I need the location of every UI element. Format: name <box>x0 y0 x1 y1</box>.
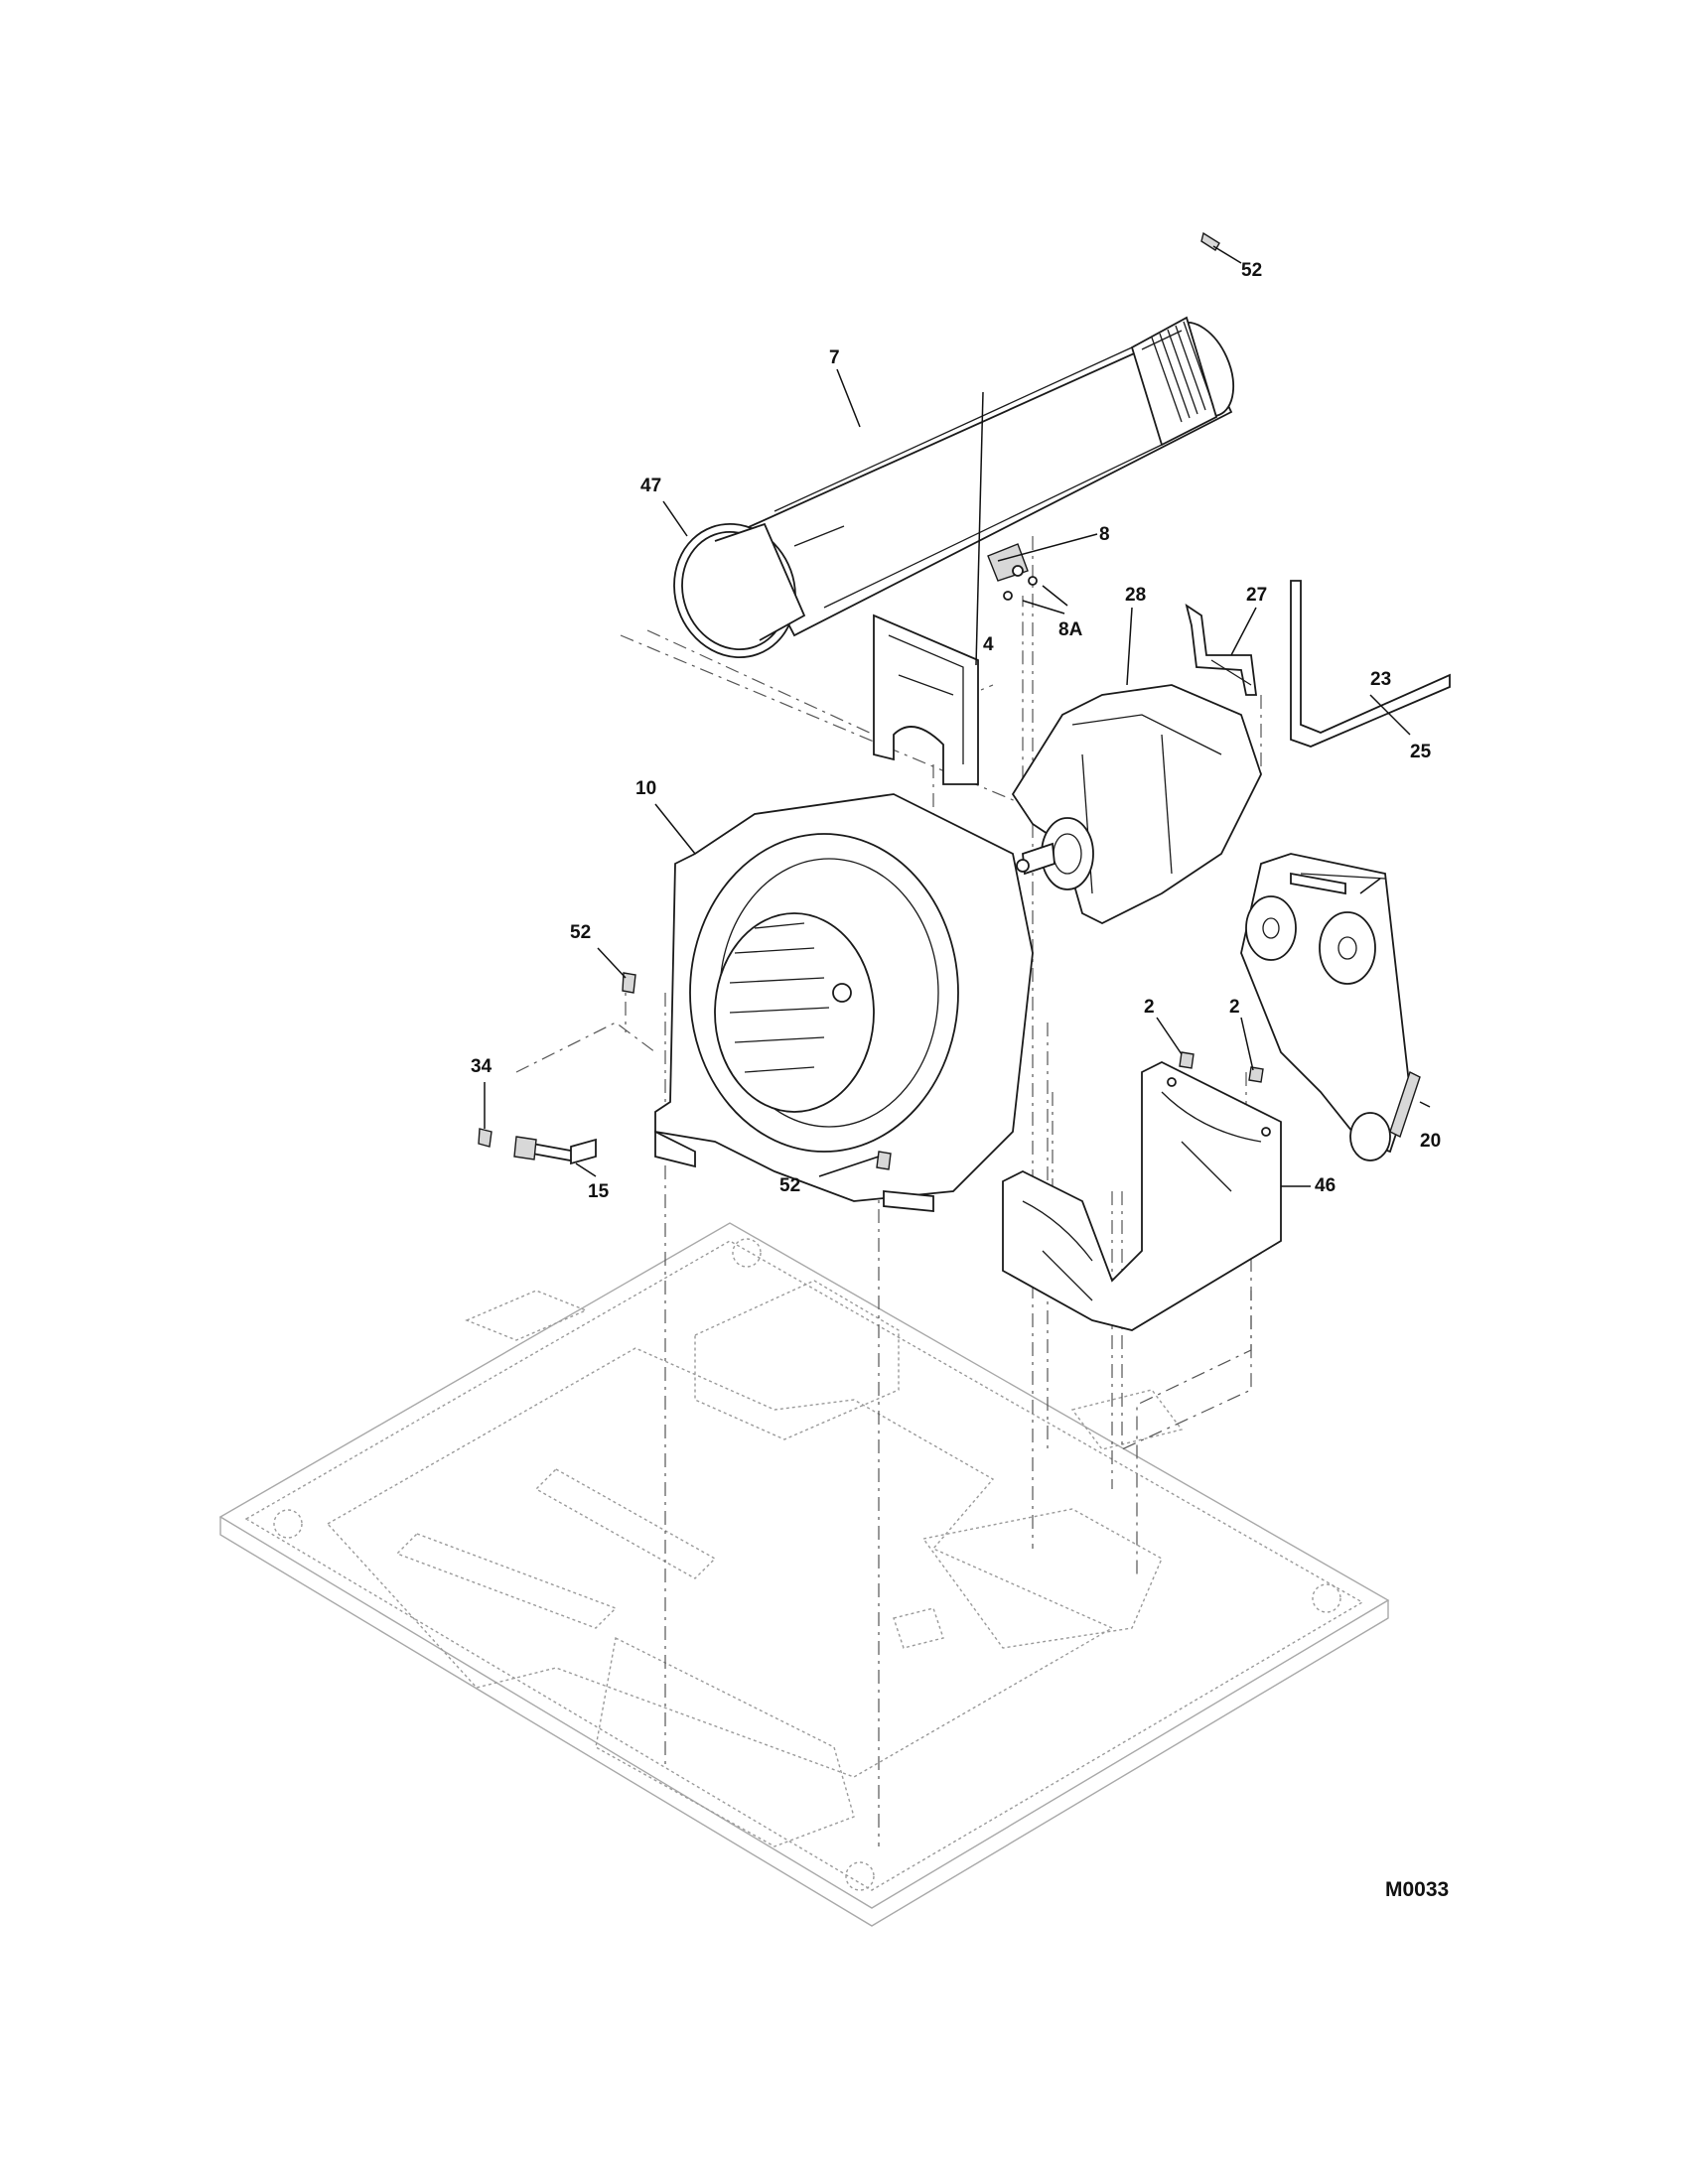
callout-47: 47 <box>640 476 661 496</box>
callout-2-a: 2 <box>1144 997 1155 1018</box>
callout-8a: 8A <box>1058 619 1083 640</box>
blower-housing <box>654 793 1034 1212</box>
callout-labels: 52 7 47 8 8A 4 28 27 25 10 23 52 34 2 2 … <box>471 260 1441 1202</box>
belt <box>1290 580 1451 748</box>
callout-2-b: 2 <box>1229 997 1240 1018</box>
duct-tube <box>738 316 1235 637</box>
diagram-code: M0033 <box>1385 1878 1449 1901</box>
callout-4: 4 <box>983 634 994 655</box>
clip <box>1185 603 1258 696</box>
idler-assembly <box>1240 853 1411 1161</box>
bracket <box>873 614 979 785</box>
duct-ribs <box>1151 321 1214 423</box>
callout-52-top: 52 <box>1241 260 1262 281</box>
callout-34: 34 <box>471 1056 492 1077</box>
callout-15: 15 <box>588 1181 610 1202</box>
leader-lines <box>484 245 1431 1187</box>
ring-seal <box>673 522 806 659</box>
callout-27: 27 <box>1246 585 1267 606</box>
motor-mount <box>1002 1060 1282 1331</box>
callout-8: 8 <box>1099 524 1110 545</box>
base-plate <box>218 1222 1390 1927</box>
callout-28: 28 <box>1125 585 1146 606</box>
screws <box>478 231 1421 1170</box>
motor <box>1011 684 1262 925</box>
callout-52-left: 52 <box>570 922 591 943</box>
callout-23: 23 <box>1370 669 1391 690</box>
callout-52-bottom: 52 <box>779 1175 800 1196</box>
sensor <box>513 1136 597 1165</box>
callout-25: 25 <box>1410 742 1432 762</box>
callout-7: 7 <box>829 347 840 368</box>
callout-20: 20 <box>1420 1131 1441 1152</box>
callout-10: 10 <box>635 778 656 799</box>
thermostat <box>987 543 1038 601</box>
callout-46: 46 <box>1315 1175 1336 1196</box>
blower-fins <box>729 922 830 1073</box>
